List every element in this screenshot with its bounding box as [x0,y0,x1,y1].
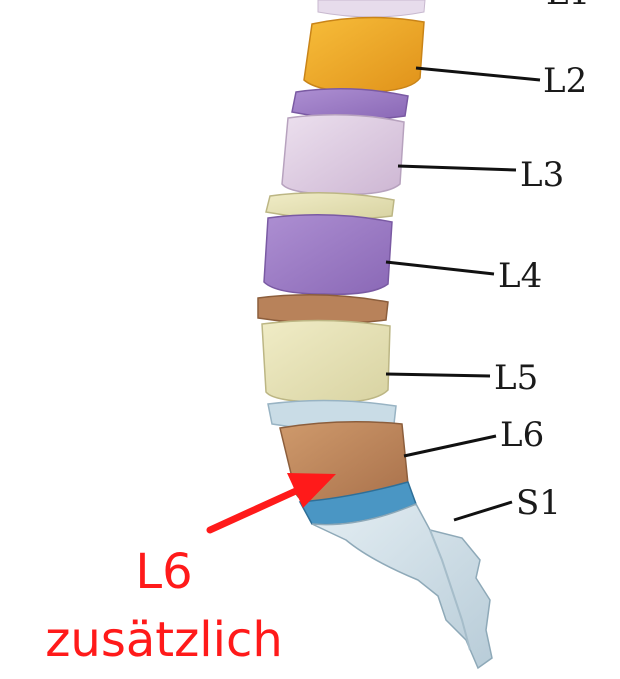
label-l3: L3 [520,155,564,195]
vertebra-l2 [304,17,424,92]
leader-line-l5 [386,374,490,376]
annotation-arrow-shaft [210,490,298,530]
leader-line-s1 [454,502,512,520]
leader-line-l2 [416,68,540,80]
label-l6: L6 [500,415,544,455]
vertebra-l3 [282,115,404,194]
label-l5: L5 [494,358,538,398]
label-top-cut: L1 [546,0,590,13]
leader-line-l6 [404,436,496,456]
label-l2: L2 [543,61,587,101]
leader-line-l3 [398,166,516,170]
label-l4: L4 [498,256,542,296]
sacrum [312,504,492,668]
annotation-label-l6: L6 [135,544,192,600]
disc-l4-l5 [258,295,388,324]
vertebra-l5 [262,320,390,402]
label-s1: S1 [516,483,561,523]
leader-line-l4 [386,262,494,274]
vertebra-l4 [264,215,392,294]
annotation-label-zusaetzlich: zusätzlich [45,612,283,668]
vertebra-top-partial [318,0,425,17]
